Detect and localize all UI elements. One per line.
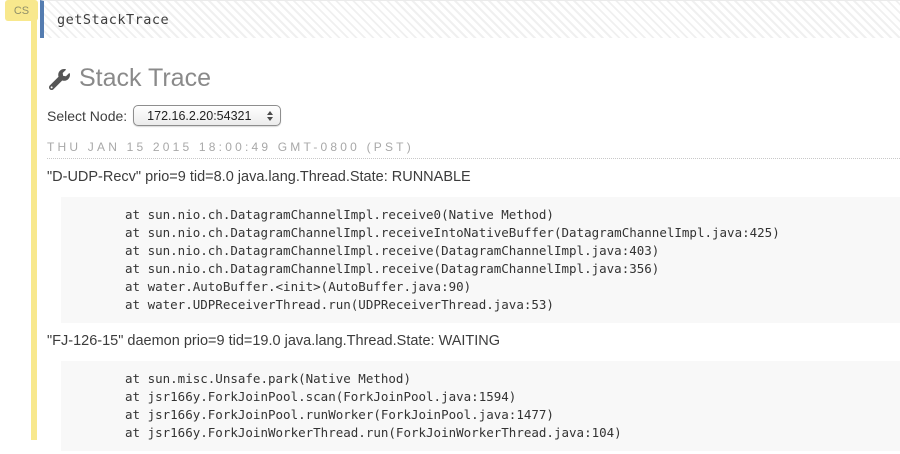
cell-input-code[interactable]: getStackTrace [57,11,170,28]
stack-frame: at jsr166y.ForkJoinPool.runWorker(ForkJo… [125,407,554,422]
stack-frame: at sun.misc.Unsafe.park(Native Method) [125,371,411,386]
thread-section: "D-UDP-Recv" prio=9 tid=8.0 java.lang.Th… [47,168,900,323]
cell-type-badge[interactable]: CS [5,0,38,21]
thread-header: "FJ-126-15" daemon prio=9 tid=19.0 java.… [47,333,501,349]
node-select[interactable]: 172.16.2.20:54321 [133,105,282,126]
stack-frame: at sun.nio.ch.DatagramChannelImpl.receiv… [125,207,554,222]
thread-section: "FJ-126-15" daemon prio=9 tid=19.0 java.… [47,332,900,451]
select-arrows-icon [267,110,274,121]
stack-frame: at jsr166y.ForkJoinPool.scan(ForkJoinPoo… [125,389,517,404]
cell-input-bar[interactable]: getStackTrace [40,0,900,38]
stack-frame: at water.AutoBuffer.<init>(AutoBuffer.ja… [125,279,472,294]
stack-frame: at jsr166y.ForkJoinWorkerThread.run(Fork… [125,425,622,440]
node-select-value: 172.16.2.20:54321 [147,108,252,123]
stack-frame: at sun.nio.ch.DatagramChannelImpl.receiv… [125,261,660,276]
stack-frame: at sun.nio.ch.DatagramChannelImpl.receiv… [125,225,780,240]
timestamp: THU JAN 15 2015 18:00:49 GMT-0800 (PST) [47,141,900,159]
stack-frames-block: at sun.nio.ch.DatagramChannelImpl.receiv… [61,197,900,323]
section-title-row: Stack Trace [49,64,900,93]
select-node-label: Select Node: [47,107,128,124]
stack-frames-block: at sun.misc.Unsafe.park(Native Method) a… [61,361,900,451]
wrench-icon [49,69,70,90]
stack-frame: at water.UDPReceiverThread.run(UDPReceiv… [125,297,554,312]
page-title: Stack Trace [79,64,211,92]
cell-output: Stack Trace Select Node: 172.16.2.20:543… [40,38,900,451]
stack-frame: at sun.nio.ch.DatagramChannelImpl.receiv… [125,243,660,258]
node-select-row: Select Node: 172.16.2.20:54321 [47,105,900,126]
cell-active-indicator [31,8,37,440]
thread-header: "D-UDP-Recv" prio=9 tid=8.0 java.lang.Th… [47,169,471,185]
